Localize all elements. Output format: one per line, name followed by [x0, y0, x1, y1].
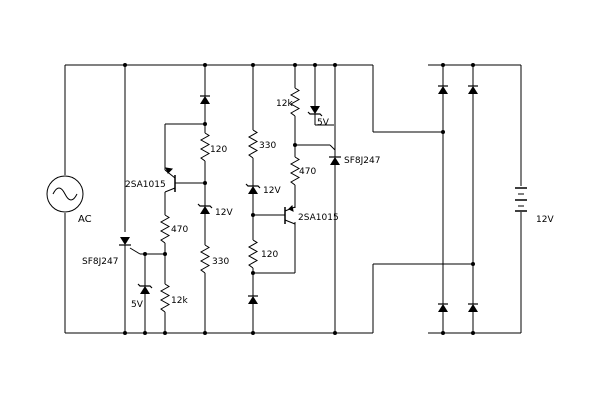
label-transistor-left: 2SA1015: [125, 180, 166, 190]
bridge-diode-top-left: [437, 79, 449, 101]
diode-bottom-symbol: [247, 289, 259, 311]
bridge-diode-bottom-right: [467, 297, 479, 319]
label-r-470-a: 470: [171, 225, 188, 235]
label-r-330-a: 330: [212, 257, 229, 267]
label-battery: 12V: [536, 215, 554, 225]
label-r-120-a: 120: [210, 145, 227, 155]
transistor-left-symbol: [164, 167, 176, 193]
zener-5v-left-symbol: [137, 279, 153, 301]
wires: [64, 64, 522, 334]
label-zener-5v-right: 5V: [317, 118, 330, 128]
zener-12v-left-symbol: [197, 199, 213, 221]
label-zener-12v-a: 12V: [215, 208, 233, 218]
resistor-120-right-symbol: [248, 239, 258, 269]
label-zener-5v-left: 5V: [131, 300, 144, 310]
label-r-12k-b: 12k: [276, 99, 293, 109]
resistor-120-left-symbol: [200, 132, 210, 162]
diode-top-symbol: [199, 89, 211, 111]
resistor-330-left-symbol: [200, 244, 210, 274]
label-ac: AC: [78, 214, 92, 225]
scr-right-symbol: [329, 144, 341, 165]
label-scr-left: SF8J247: [82, 257, 118, 267]
resistor-12k-left-symbol: [160, 283, 170, 313]
resistor-330-right-symbol: [248, 129, 258, 159]
label-r-330-b: 330: [259, 141, 276, 151]
ac-source: [46, 175, 84, 213]
junction-dots: [123, 63, 475, 335]
resistor-470-left-symbol: [160, 214, 170, 244]
label-r-470-b: 470: [299, 167, 316, 177]
bridge-diode-top-right: [467, 79, 479, 101]
zener-12v-right-symbol: [245, 179, 261, 201]
label-scr-right: SF8J247: [344, 156, 380, 166]
label-r-120-b: 120: [261, 250, 278, 260]
transistor-right-symbol: [284, 204, 296, 225]
bridge-diode-bottom-left: [437, 297, 449, 319]
zener-5v-right-symbol: [307, 99, 323, 121]
battery-symbol: [515, 187, 527, 212]
label-r-12k-a: 12k: [171, 296, 188, 306]
resistor-470-right-symbol: [290, 156, 300, 186]
label-zener-12v-b: 12V: [263, 186, 281, 196]
scr-left-symbol: [119, 237, 131, 252]
label-transistor-right: 2SA1015: [298, 213, 339, 223]
